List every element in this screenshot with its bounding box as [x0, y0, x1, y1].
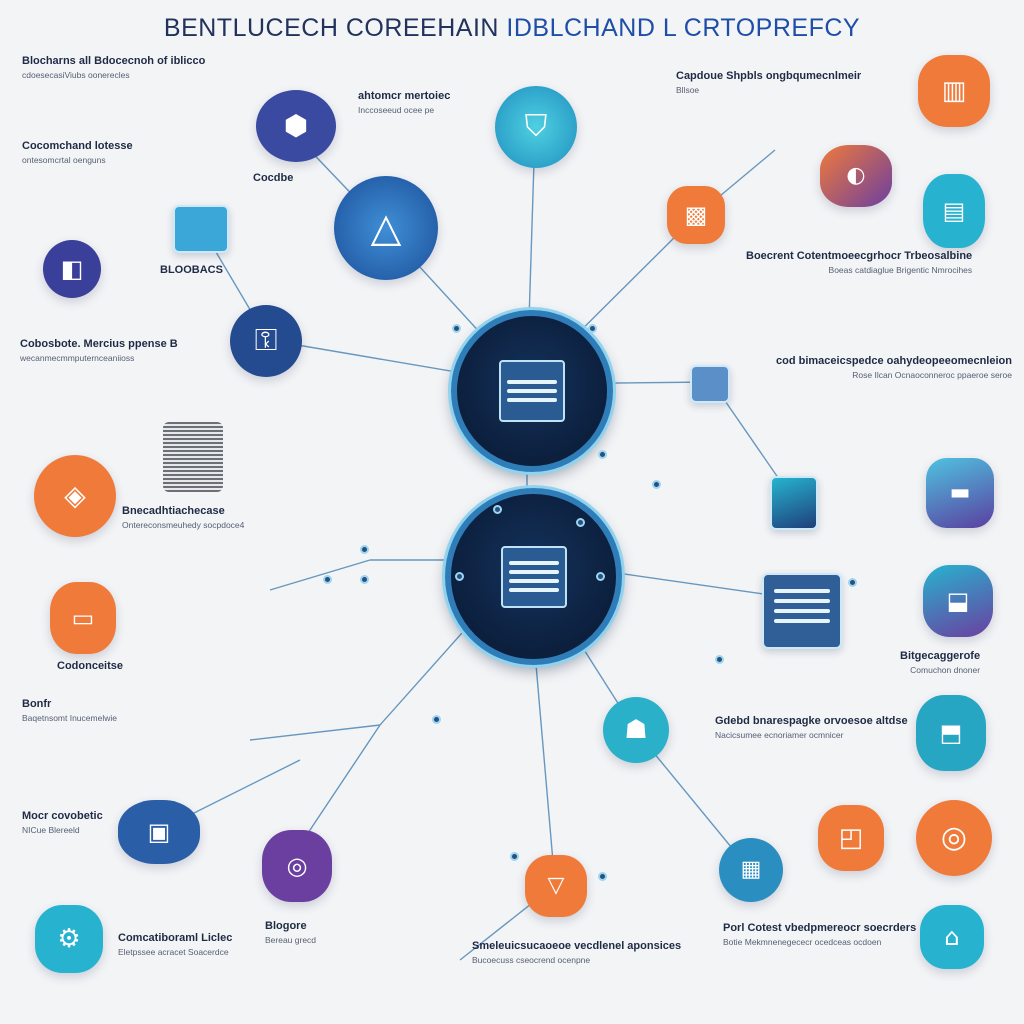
coin-node[interactable]: ◈: [34, 455, 116, 537]
storage-icon: ▩: [684, 201, 708, 229]
gear-node[interactable]: ⚙: [35, 905, 103, 973]
label-12: ahtomcr mertoiec Inccoseeud ocee pe: [358, 90, 451, 115]
hub-screen: [500, 545, 567, 608]
device-panel[interactable]: [690, 365, 730, 403]
connector-dot: [598, 872, 607, 881]
database-node[interactable]: ◐: [820, 145, 892, 207]
exchange-icon: ▤: [942, 197, 966, 225]
connector-dot: [715, 655, 724, 664]
padlock-icon: ⚿: [254, 323, 278, 358]
database-icon: ◐: [846, 163, 866, 188]
cubes-node[interactable]: ⬢: [256, 90, 336, 162]
check-icon: ◰: [838, 823, 864, 853]
connector-dot: [588, 324, 597, 333]
mobile-node[interactable]: ▬: [926, 458, 994, 528]
storage-node[interactable]: ▩: [667, 186, 725, 244]
server-node[interactable]: ⬒: [916, 695, 986, 771]
gear-icon: ⚙: [57, 924, 81, 954]
label-16: cod bimaceicspedce oahydeopeeomecnleion …: [776, 355, 1012, 380]
connector-dot: [848, 578, 857, 587]
key-icon: ⌂: [944, 923, 960, 951]
connector-dot: [510, 852, 519, 861]
hub-screen: [499, 360, 565, 422]
connector-dot: [652, 480, 661, 489]
label-18: Gdebd bnarespagke orvoesoe altdse Nacics…: [715, 715, 908, 740]
cloud-icon: ☗: [624, 715, 648, 745]
ship-icon: △: [370, 205, 402, 251]
label-4: Cobosbote. Mercius ppense B wecanmecmmpu…: [20, 338, 178, 363]
network-node[interactable]: ◎: [916, 800, 992, 876]
barcode-block: [163, 422, 223, 492]
ledger-icon: ▦: [740, 857, 762, 882]
connector-dot: [360, 545, 369, 554]
link-line: [269, 559, 371, 591]
user-icon: ▭: [71, 604, 95, 632]
link-line: [299, 724, 381, 846]
lock-node[interactable]: ▣: [118, 800, 200, 864]
label-6: Bonfr Baqetnsomt Inucemelwie: [22, 698, 117, 723]
key-node[interactable]: ⌂: [920, 905, 984, 969]
label-13: Cocdbe: [253, 172, 294, 184]
label-19: Porl Cotest vbedpmereocr soecrders Botie…: [723, 922, 917, 947]
padlock-node[interactable]: ⚿: [230, 305, 302, 377]
label-3: BLOOBACS: [160, 264, 223, 276]
label-2: Cocomchand lotesse ontesomcrtal oenguns: [22, 140, 133, 165]
connector-dot: [576, 518, 585, 527]
label-7: Mocr covobetic NICue Blereeld: [22, 810, 103, 835]
exchange-node[interactable]: ▤: [923, 174, 985, 248]
server-rack[interactable]: [173, 205, 229, 253]
link-line: [249, 724, 381, 741]
cubes-icon: ⬢: [283, 109, 309, 142]
page-title: BENTLUCECH COREEHAIN IDBLCHAND L CRTOPRE…: [163, 14, 861, 42]
label-1: Blocharns all Bdocecnoh of iblicco cdoes…: [22, 55, 206, 80]
document-icon: ◧: [60, 255, 84, 283]
label-5: Bnecadhtiachecase Ontereconsmeuhedy socp…: [122, 505, 245, 530]
contract-node[interactable]: ⬓: [923, 565, 993, 637]
ledger-node[interactable]: ▦: [719, 838, 783, 902]
user-node[interactable]: ▭: [50, 582, 116, 654]
label-10: Smeleuicsucaoeoe vecdlenel aponsices Buc…: [472, 940, 682, 965]
check-node[interactable]: ◰: [818, 805, 884, 871]
connector-dot: [323, 575, 332, 584]
label-9: Blogore Bereau grecd: [265, 920, 317, 945]
connector-dot: [493, 505, 502, 514]
lock-icon: ▣: [147, 818, 171, 846]
cube-panel[interactable]: [770, 476, 818, 530]
label-15: Boecrent Cotentmoeecgrhocr Trbeosalbine …: [746, 250, 973, 275]
token-node[interactable]: ▥: [918, 55, 990, 127]
coin-icon: ◈: [64, 479, 86, 512]
connector-dot: [360, 575, 369, 584]
network-icon: ◎: [940, 820, 968, 855]
connector-dot: [452, 324, 461, 333]
connector-dot: [596, 572, 605, 581]
wallet-icon: ▽: [547, 873, 565, 898]
shield-node[interactable]: ⛉: [495, 86, 577, 168]
connector-dot: [455, 572, 464, 581]
ship-node[interactable]: △: [334, 176, 438, 280]
contract-icon: ⬓: [946, 587, 970, 615]
document-node[interactable]: ◧: [43, 240, 101, 298]
shield-icon: ⛉: [524, 109, 548, 144]
chart-node[interactable]: ◎: [262, 830, 332, 902]
cloud-node[interactable]: ☗: [603, 697, 669, 763]
server-icon: ⬒: [939, 719, 963, 747]
label-11: Codonceitse: [57, 660, 124, 672]
mobile-icon: ▬: [949, 480, 971, 505]
connector-dot: [432, 715, 441, 724]
label-8: Comcatiboraml Liclec Eletpssee acracet S…: [118, 932, 233, 957]
label-14: Capdoue Shpbls ongbqumecnlmeir Bllsoe: [676, 70, 862, 95]
chart-icon: ◎: [286, 852, 308, 880]
wallet-node[interactable]: ▽: [525, 855, 587, 917]
connector-dot: [598, 450, 607, 459]
label-17: Bitgecaggerofe Comuchon dnoner: [900, 650, 981, 675]
report-panel[interactable]: [762, 573, 842, 649]
central-hub-bottom[interactable]: [445, 488, 622, 665]
token-icon: ▥: [941, 76, 967, 106]
central-hub-top[interactable]: [451, 310, 613, 472]
